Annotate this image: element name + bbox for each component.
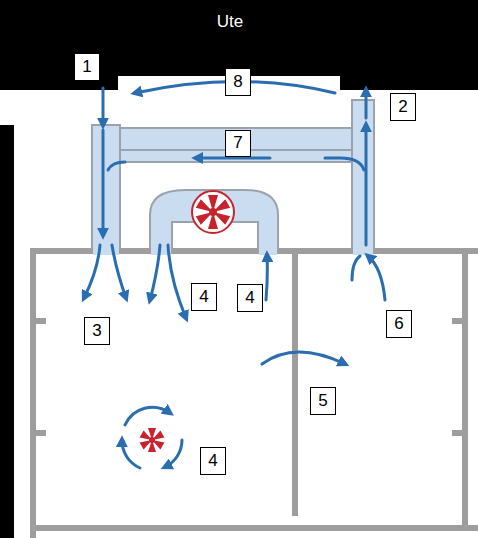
duct-system [92, 100, 374, 251]
recirculation-duct [120, 128, 352, 162]
room-fan [140, 428, 165, 452]
callout-box: 4 [191, 283, 217, 311]
callout-number: 4 [208, 452, 217, 471]
callout-number: 4 [199, 288, 208, 307]
main-fan [192, 191, 234, 233]
callout-number: 5 [318, 392, 327, 411]
callout-number: 6 [394, 315, 403, 334]
area-label: Ute [217, 12, 243, 32]
callout-number: 3 [92, 322, 101, 341]
callout-number: 2 [398, 98, 407, 117]
callout-box: 4 [200, 447, 226, 475]
callout-number: 7 [233, 134, 242, 153]
callout-number: 1 [82, 58, 91, 77]
callout-number: 8 [233, 73, 242, 92]
walls [30, 248, 478, 538]
callout-box: 6 [386, 310, 412, 338]
callout-number: 4 [245, 289, 254, 308]
exhaust-duct [352, 100, 374, 251]
callout-box: 3 [84, 317, 110, 345]
airflow-arrows [84, 82, 385, 469]
fan-housing [150, 190, 278, 251]
callout-box: 2 [390, 93, 416, 121]
supply-duct [92, 125, 120, 251]
callout-box: 4 [237, 284, 263, 312]
callout-box: 8 [225, 68, 251, 96]
callout-box: 7 [225, 130, 251, 157]
outdoor-strip [0, 125, 14, 538]
callout-box: 1 [74, 53, 100, 81]
callout-box: 5 [310, 387, 336, 415]
